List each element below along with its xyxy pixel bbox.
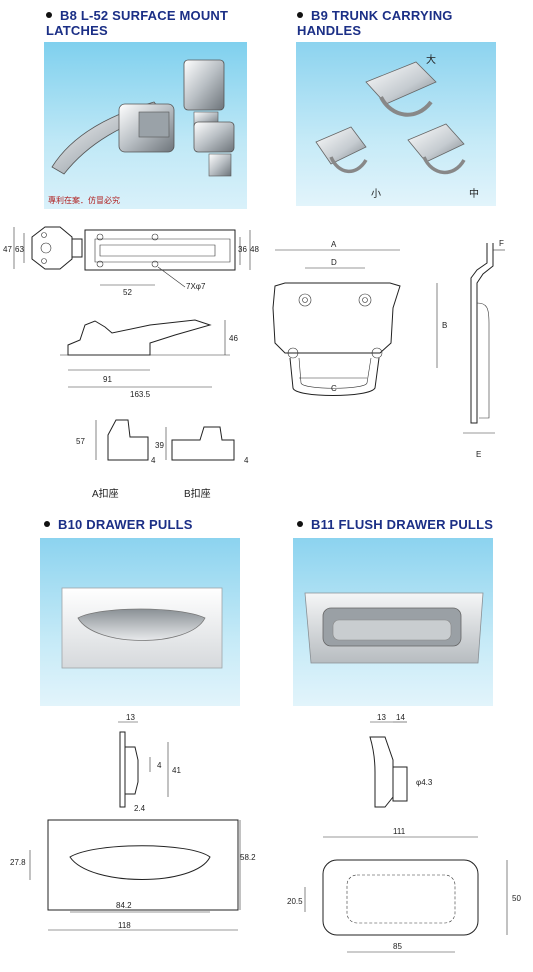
dim-hole: 7Xφ7 [186, 282, 206, 291]
patent-watermark: 專利在案．仿冒必究 [48, 196, 120, 205]
handle-side-view: F E [463, 239, 505, 459]
b11-title: B11 FLUSH DRAWER PULLS [297, 517, 493, 532]
dim-91: 91 [103, 375, 112, 384]
b8-title: B8 L-52 SURFACE MOUNT LATCHES [46, 8, 229, 38]
flush-pull-technical-drawing: 13 14 φ4.3 111 20.5 50 85 [287, 713, 521, 953]
latch-technical-drawing: 47 63 36 48 52 7Xφ7 46 91 163.5 57 4 39 … [3, 226, 259, 500]
flush-pull-front-view: 111 20.5 50 85 [287, 827, 521, 953]
dim-52: 52 [123, 288, 132, 297]
dim-39: 39 [155, 441, 164, 450]
handle-dim-E: E [476, 450, 481, 459]
handle-dim-C: C [331, 384, 337, 393]
flush-dim-85: 85 [393, 942, 402, 951]
b9-handles-photo: 大 小 中 [296, 42, 496, 206]
drawer-pull-photo-illustration [61, 587, 223, 669]
latch-side-view: 46 91 163.5 [60, 319, 238, 399]
latch-top-view: 47 63 36 48 52 7Xφ7 [3, 226, 259, 297]
bullet-icon [297, 11, 303, 18]
drawer-dim-118: 118 [118, 921, 131, 930]
drawer-dim-58-2: 58.2 [240, 853, 256, 862]
bullet-icon [46, 11, 52, 18]
bullet-icon [297, 520, 303, 527]
size-large-label: 大 [426, 55, 436, 66]
latch-seat-a: 57 4 [76, 419, 156, 465]
dim-57: 57 [76, 437, 85, 446]
drawer-pull-side-view: 13 4 41 2.4 [118, 713, 181, 813]
handle-dim-F: F [499, 239, 504, 248]
drawer-dim-4: 4 [157, 761, 162, 770]
dim-4-b: 4 [244, 456, 249, 465]
b10-drawer-pull-photo [40, 538, 240, 706]
dim-48: 48 [250, 245, 259, 254]
size-medium-label: 中 [469, 189, 479, 200]
bullet-icon [44, 520, 50, 527]
flush-dim-14: 14 [396, 713, 405, 722]
dim-46: 46 [229, 334, 238, 343]
size-small-label: 小 [371, 189, 381, 200]
flush-dim-50: 50 [512, 894, 521, 903]
dim-63: 63 [15, 245, 24, 254]
seat-b-label: B扣座 [184, 487, 211, 500]
dim-163-5: 163.5 [130, 390, 151, 399]
handle-dim-D: D [331, 258, 337, 267]
drawer-dim-84-2: 84.2 [116, 901, 132, 910]
handle-dim-B: B [442, 321, 447, 330]
flush-dim-phi-4-3: φ4.3 [416, 778, 433, 787]
flush-pull-side-view: 13 14 φ4.3 [369, 713, 433, 808]
dim-36: 36 [238, 245, 247, 254]
drawer-dim-13: 13 [126, 713, 135, 722]
b9-title: B9 TRUNK CARRYING HANDLES [297, 8, 453, 38]
latch-seat-b: 39 4 [155, 426, 249, 465]
latch-photo-illustration [51, 59, 235, 177]
drawer-dim-41: 41 [172, 766, 181, 775]
flush-pull-photo-illustration [304, 592, 484, 664]
b11-flush-pull-photo [293, 538, 493, 706]
b8-latch-photo: 專利在案．仿冒必究 [44, 42, 247, 209]
flush-dim-20-5: 20.5 [287, 897, 303, 906]
handle-dim-A: A [331, 240, 337, 249]
drawer-dim-2-4: 2.4 [134, 804, 146, 813]
flush-dim-111: 111 [393, 827, 406, 836]
handles-photo-illustration [315, 61, 466, 175]
handle-front-view: A D B C [272, 240, 447, 396]
dim-47: 47 [3, 245, 12, 254]
drawer-dim-27-8: 27.8 [10, 858, 26, 867]
flush-dim-13: 13 [377, 713, 386, 722]
drawer-pull-front-view: 27.8 58.2 84.2 118 [10, 819, 256, 931]
b10-title: B10 DRAWER PULLS [44, 517, 193, 532]
handle-technical-drawing: A D B C F E [272, 239, 505, 459]
drawer-pull-technical-drawing: 13 4 41 2.4 27.8 58.2 84.2 118 [10, 713, 256, 931]
dim-4-a: 4 [151, 456, 156, 465]
seat-a-label: A扣座 [92, 487, 119, 500]
